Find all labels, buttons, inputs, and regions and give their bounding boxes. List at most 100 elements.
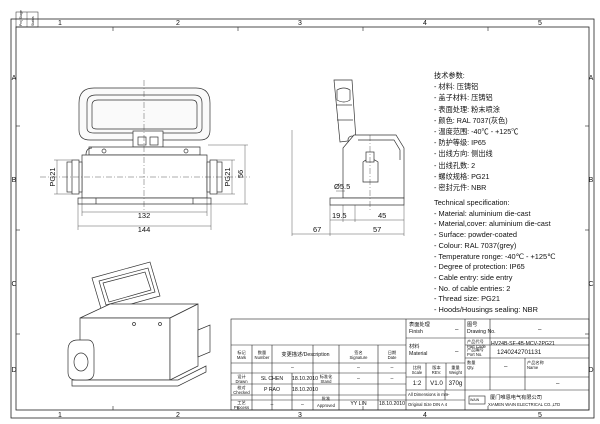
side-view (329, 79, 405, 206)
process-label-en: Process (233, 405, 250, 410)
spec-cn-block: 技术参数: - 材料: 压铸铝 - 盖子材料: 压铸铝 - 表面处理: 粉末喷涂… (434, 70, 518, 193)
material-value: – (455, 348, 459, 355)
spec-cn-item: - 出线方向: 侧出线 (434, 149, 493, 159)
standard-label-cn: 标准化 (319, 374, 333, 379)
spec-en-item: - Surface: powder-coated (434, 230, 517, 240)
corner-status-box: Proj Stage Status (15, 10, 39, 28)
row-letter-right-d: D (588, 367, 593, 374)
spec-cn-item: - 防护等级: IP65 (434, 138, 486, 148)
part-no-label-en: Port No. (467, 352, 483, 357)
spec-cn-item: - 盖子材料: 压铸铝 (434, 93, 493, 103)
checked-label-cn: 校对 (237, 385, 246, 390)
process-name: – (270, 402, 274, 408)
mark-label-cn: 标记 (237, 350, 246, 355)
grid-ticks (16, 27, 589, 410)
row-letter-left-c: C (11, 281, 16, 288)
part-no-value: 1240242701131 (497, 349, 542, 356)
part-code-label-en: Part Code (467, 344, 486, 349)
rev-label-en: REV. (431, 370, 442, 375)
checked-name: P RAO (263, 387, 281, 393)
spec-cn-item: - 密封元件: NBR (434, 183, 487, 193)
col-number-top-5: 5 (538, 20, 542, 27)
dim-height-56: 56 (236, 170, 245, 178)
surface-label-en: Finish (409, 329, 423, 335)
weight-value: 370g (448, 380, 463, 387)
material-label-en: Material (409, 351, 428, 357)
spec-en-item: - No. of cable entries: 2 (434, 283, 511, 293)
col-number-top-3: 3 (298, 20, 302, 27)
row-letter-right-b: B (589, 177, 594, 184)
part-no-label-cn: 产品编号 (467, 347, 484, 352)
part-code-label-cn: 产品代号 (467, 339, 484, 344)
rev-label-cn: 版本 (432, 365, 441, 370)
change-row-dash-3: – (390, 365, 394, 371)
spec-en-item: - Thread size: PG21 (434, 294, 500, 304)
dims-note-2: Original Size DIN A 4 (408, 402, 448, 407)
spec-en-block: Technical specification: - Material: alu… (434, 198, 555, 316)
spec-en-item: - Degree of protection: IP65 (434, 262, 525, 272)
surface-value: – (455, 326, 459, 333)
change-row-dash-2: – (357, 365, 360, 371)
dims-note-1: All Dimensions in mm (408, 392, 449, 397)
standard-label-en: Stand (320, 379, 332, 384)
col-number-top-2: 2 (176, 20, 180, 27)
weight-label-cn: 重量 (451, 365, 460, 370)
name-value: – (556, 380, 560, 387)
checked-date: 18.10.2010 (292, 387, 318, 393)
spec-cn-item: - 材料: 压铸铝 (434, 82, 479, 92)
spec-en-item: - Hoods/Housings sealing: NBR (434, 305, 538, 315)
drawn-label-cn: 设计 (237, 374, 246, 379)
qty-label-en: Qty. (467, 365, 475, 370)
dim-pg21-right: PG21 (223, 167, 232, 186)
date-label-en: Date (387, 355, 397, 360)
spec-cn-item: - 表面处理: 粉末喷涂 (434, 104, 500, 114)
mark-label-en: Mark (236, 355, 247, 360)
num-label-cn: 数量 (257, 350, 267, 355)
col-number-bottom-4: 4 (423, 412, 427, 419)
num-label-en: Number (254, 355, 270, 360)
col-number-top-4: 4 (423, 20, 427, 27)
col-number-top-1: 1 (58, 20, 62, 27)
surface-label-cn: 表面处理 (409, 322, 430, 328)
title-block-grid (230, 318, 590, 411)
name-label-cn: 产品名称 (527, 360, 544, 365)
spec-en-item: - Cable entry: side entry (434, 272, 513, 282)
change-description-header: 变更描述/Description (281, 352, 330, 358)
scale-label-cn: 比例 (412, 365, 422, 370)
qty-value: – (504, 363, 508, 370)
drawing-no-label-en: Drawing No. (467, 329, 496, 335)
drawn-name: SL CHEN (260, 376, 284, 382)
standard-date-dash: – (390, 376, 394, 382)
spec-en-item: - Colour: RAL 7037(grey) (434, 240, 517, 250)
isometric-view (67, 261, 211, 387)
spec-cn-item: - 出线孔数: 2 (434, 160, 476, 170)
company-cn: 厦门唯恩电气有限公司 (490, 395, 542, 401)
row-letter-left-b: B (12, 177, 17, 184)
company-en: XIAMEN WAIN ELECTRICAL CO.,LTD (488, 402, 561, 407)
material-label-cn: 材料 (409, 344, 420, 350)
spec-en-item: - Material,cover: aluminium die-cast (434, 219, 551, 229)
date-label-cn: 日期 (387, 350, 397, 355)
dim-pg21-left: PG21 (48, 167, 57, 186)
dim-67: 67 (313, 225, 321, 234)
spec-cn-title: 技术参数: (434, 71, 465, 80)
standard-dash: – (357, 376, 360, 382)
approved-date: 18.10.2010 (379, 401, 405, 407)
company-logo (468, 395, 486, 405)
name-label-en: Name (527, 365, 539, 370)
drawn-date: 18.10.2010 (292, 376, 318, 382)
checked-label-en: Checked (233, 390, 250, 395)
col-number-bottom-3: 3 (298, 412, 302, 419)
signature-label-en: Signature (349, 355, 368, 360)
outer-frame (10, 18, 595, 419)
spec-en-item: - Material: aluminium die-cast (434, 208, 531, 218)
drawing-no-label-cn: 图号 (467, 322, 478, 328)
scale-value: 1:2 (412, 380, 422, 387)
row-letter-right-a: A (589, 75, 594, 82)
spec-en-item: - Temperature ronge: -40℃ - +125℃ (434, 251, 556, 261)
part-code-value: HV24B-SF-4B-MCV-2PG21 (491, 341, 555, 347)
spec-cn-item: - 颜色: RAL 7037(灰色) (434, 115, 508, 125)
dim-57: 57 (373, 225, 381, 234)
process-date-dash: – (301, 402, 304, 408)
logo-text: WAIN (470, 398, 480, 402)
